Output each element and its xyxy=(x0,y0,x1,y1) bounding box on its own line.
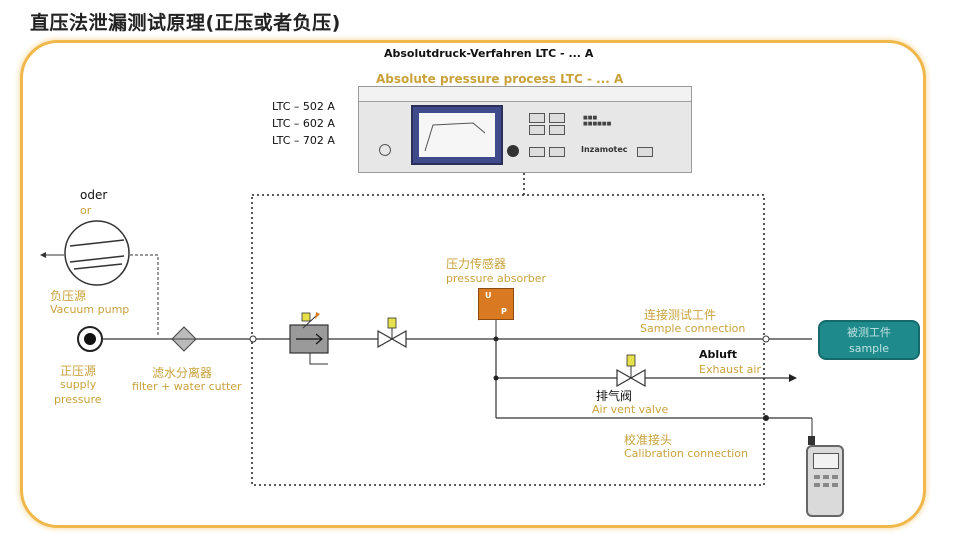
screen-curve-icon xyxy=(424,122,486,152)
tester-enclosure xyxy=(251,194,765,486)
vent-label-en: Air vent valve xyxy=(592,403,669,416)
instrument-key-icon xyxy=(549,147,565,157)
model-label: LTC – 602 A xyxy=(272,117,335,130)
supply-label-en: pressure xyxy=(54,393,102,406)
pressure-symbol-u: U xyxy=(485,291,492,300)
supply-label-cn: 正压源 xyxy=(60,364,97,378)
calibrator-display xyxy=(813,453,839,469)
pressure-symbol-p: P xyxy=(501,307,507,316)
sample-label-cn: 被测工件 xyxy=(847,326,891,339)
pressure-label-cn: 压力传感器 xyxy=(446,257,507,271)
vacuum-pump-icon xyxy=(64,220,130,286)
instrument-key-icon xyxy=(529,147,545,157)
vacuum-label-cn: 负压源 xyxy=(50,289,87,303)
instrument-screen xyxy=(411,105,503,165)
instrument-brand: Inzamotec xyxy=(581,145,628,154)
instrument-screen-display xyxy=(419,113,495,157)
exhaust-arrow xyxy=(789,374,797,382)
instrument-key-icon xyxy=(637,147,653,157)
sample-label-en: sample xyxy=(849,342,889,355)
vacuum-out-arrow xyxy=(40,252,46,258)
instrument-title-en: Absolute pressure process LTC - ... A xyxy=(376,72,624,86)
calibrator-button-icon xyxy=(832,483,838,487)
filter-label-en: filter + water cutter xyxy=(132,380,242,393)
valve-icon xyxy=(377,329,394,349)
leak-tester-instrument: ■■■■■■■■■ Inzamotec xyxy=(358,86,692,173)
supply-label-en: supply xyxy=(60,378,97,391)
sample-conn-label-en: Sample connection xyxy=(640,322,746,335)
instrument-title-de: Absolutdruck-Verfahren LTC - ... A xyxy=(384,47,594,60)
diagram-frame xyxy=(20,40,926,528)
instrument-key-icon xyxy=(549,113,565,123)
model-label: LTC – 502 A xyxy=(272,100,335,113)
instrument-knob-icon xyxy=(507,145,519,157)
instrument-key-icon xyxy=(529,113,545,123)
calibrator-device xyxy=(806,445,844,517)
instrument-port-icon xyxy=(379,144,391,156)
pressure-label-en: pressure absorber xyxy=(446,272,546,285)
calibration-label-cn: 校准接头 xyxy=(624,433,673,447)
vacuum-pump-vanes xyxy=(69,239,125,270)
vacuum-label-en: Vacuum pump xyxy=(50,303,130,316)
sample-port xyxy=(762,335,770,343)
exhaust-label-en: Exhaust air xyxy=(699,363,762,376)
calibrator-button-icon xyxy=(814,483,820,487)
vent-valve-icon xyxy=(616,368,633,388)
page-title: 直压法泄漏测试原理(正压或者负压) xyxy=(30,12,341,34)
calibration-label-en: Calibration connection xyxy=(624,447,748,460)
calibrator-button-icon xyxy=(823,483,829,487)
exhaust-label-de: Abluft xyxy=(699,348,738,361)
vacuum-line xyxy=(130,254,159,337)
sample-box: 被测工件 sample xyxy=(818,320,920,360)
calibrator-button-icon xyxy=(814,475,820,479)
inlet-port xyxy=(249,335,257,343)
vacuum-or-label: or xyxy=(80,204,92,217)
model-label: LTC – 702 A xyxy=(272,134,335,147)
instrument-top-bar xyxy=(359,87,691,102)
vent-label-cn: 排气阀 xyxy=(596,389,633,403)
filter-label-cn: 滤水分离器 xyxy=(152,366,213,380)
instrument-key-icon xyxy=(549,125,565,135)
calibrator-button-icon xyxy=(823,475,829,479)
instrument-key-icon xyxy=(529,125,545,135)
instrument-model-text: ■■■■■■■■■ xyxy=(583,115,612,127)
vacuum-oder-label: oder xyxy=(80,188,108,202)
pressure-transducer: U P xyxy=(478,288,514,320)
sample-conn-label-cn: 连接测试工件 xyxy=(644,308,717,322)
calibrator-button-icon xyxy=(832,475,838,479)
